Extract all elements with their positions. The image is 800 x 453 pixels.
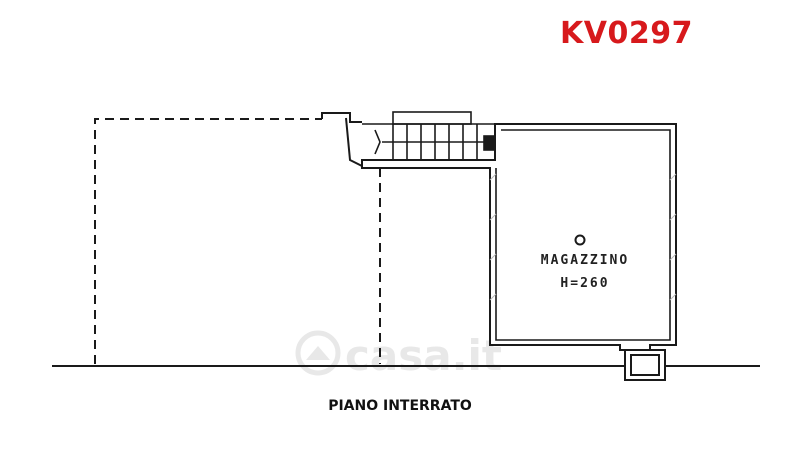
light-well [624,349,666,381]
listing-code: KV0297 [560,16,693,51]
staircase [362,111,496,161]
stair-landing [321,112,363,167]
room-name: MAGAZZINO [540,253,630,268]
watermark: casa.it [295,330,502,380]
watermark-logo-icon [295,330,341,376]
floor-label: PIANO INTERRATO [328,398,472,414]
dashed-outline [94,118,381,364]
watermark-house-icon [306,346,330,360]
room-height: H=260 [560,276,610,291]
watermark-text: casa.it [345,331,502,380]
room-marker-icon [574,234,586,246]
storage-room [361,123,677,351]
